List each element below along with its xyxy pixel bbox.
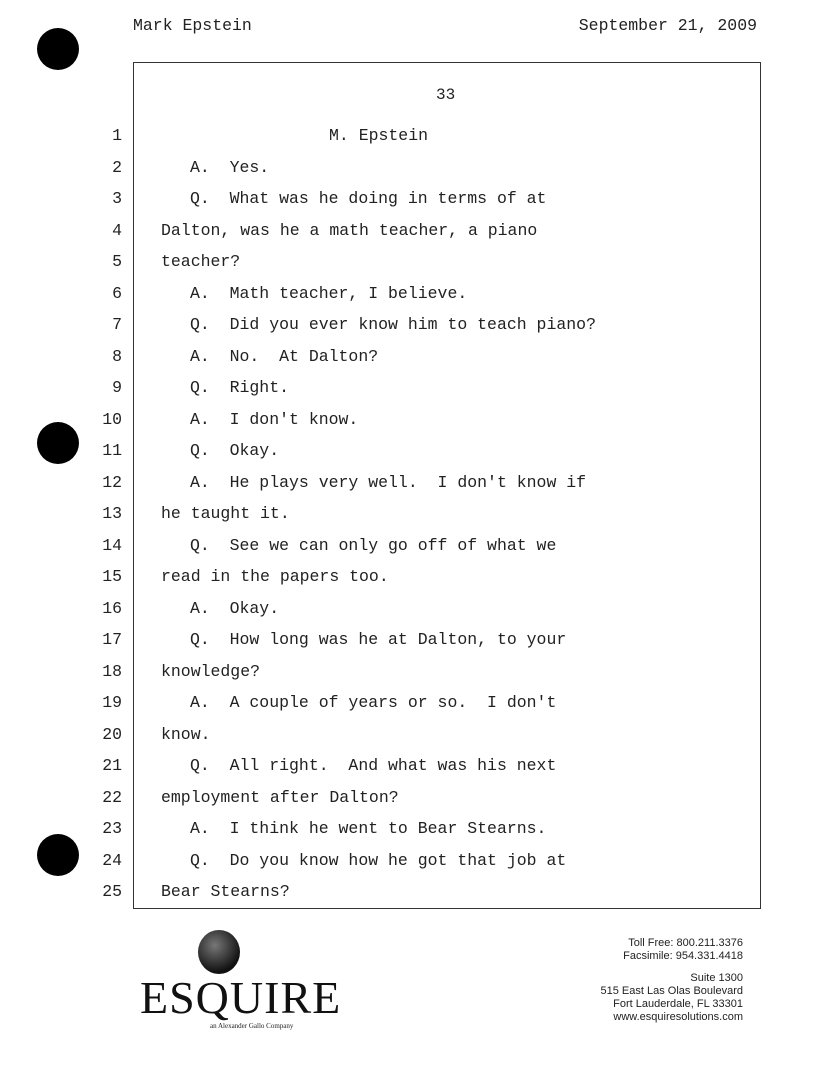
line-text: A. He plays very well. I don't know if (190, 472, 587, 492)
transcript-box (133, 62, 761, 909)
line-text: know. (161, 724, 211, 744)
line-text: M. Epstein (329, 126, 429, 145)
line-text: he taught it. (161, 504, 290, 523)
line-text: employment after Dalton? (161, 787, 399, 807)
line-text: A. No. At Dalton? (190, 346, 379, 366)
line-number: 24 (102, 850, 122, 870)
transcript-line: 6 A. Math teacher, I believe. (0, 284, 838, 308)
globe-icon (198, 930, 240, 974)
transcript-line: 24 Q. Do you know how he got that job at (0, 851, 838, 875)
transcript-line: 22 employment after Dalton? (0, 788, 838, 812)
facsimile: Facsimile: 954.331.4418 (623, 950, 743, 962)
line-text: Bear Stearns? (161, 882, 290, 901)
line-number: 14 (102, 535, 122, 555)
suite: Suite 1300 (690, 972, 743, 984)
line-text: Q. Right. (190, 378, 290, 397)
line-text: Q. What was he doing in terms of at (190, 189, 547, 208)
transcript-line: 20 know. (0, 725, 838, 749)
line-text: A. I don't know. (190, 409, 359, 429)
line-text: knowledge? (161, 661, 261, 681)
page-number: 33 (436, 86, 456, 104)
transcript-line: 12 A. He plays very well. I don't know if (0, 473, 838, 497)
transcript-line: 15 read in the papers too. (0, 567, 838, 591)
transcript-line: 10 A. I don't know. (0, 410, 838, 434)
line-number: 16 (102, 598, 122, 618)
line-number: 2 (112, 157, 122, 177)
line-text: Q. See we can only go off of what we (190, 535, 557, 555)
witness-name: Mark Epstein (133, 16, 252, 35)
line-number: 4 (112, 220, 122, 240)
line-number: 19 (102, 693, 122, 712)
line-text: Q. Did you ever know him to teach piano? (190, 315, 596, 334)
line-text: A. I think he went to Bear Stearns. (190, 819, 547, 838)
line-number: 5 (112, 252, 122, 271)
transcript-line: 11 Q. Okay. (0, 441, 838, 465)
street: 515 East Las Olas Boulevard (600, 985, 743, 997)
transcript-line: 23 A. I think he went to Bear Stearns. (0, 819, 838, 843)
line-text: teacher? (161, 252, 241, 271)
transcript-line: 2 A. Yes. (0, 158, 838, 182)
transcript-line: 21 Q. All right. And what was his next (0, 756, 838, 780)
line-number: 11 (102, 441, 122, 460)
line-number: 3 (112, 189, 122, 208)
line-text: A. A couple of years or so. I don't (190, 693, 557, 712)
transcript-line: 8 A. No. At Dalton? (0, 347, 838, 371)
line-number: 7 (112, 315, 122, 334)
transcript-line: 4 Dalton, was he a math teacher, a piano (0, 221, 838, 245)
transcript-line: 14 Q. See we can only go off of what we (0, 536, 838, 560)
toll-free: Toll Free: 800.211.3376 (628, 937, 743, 949)
line-number: 18 (102, 661, 122, 681)
line-number: 17 (102, 630, 122, 649)
line-number: 12 (102, 472, 122, 492)
line-number: 9 (112, 378, 122, 397)
transcript-line: 7 Q. Did you ever know him to teach piano… (0, 315, 838, 339)
transcript-line: 18 knowledge? (0, 662, 838, 686)
transcript-line: 19 A. A couple of years or so. I don't (0, 693, 838, 717)
line-text: Q. How long was he at Dalton, to your (190, 630, 567, 649)
line-number: 13 (102, 504, 122, 523)
city: Fort Lauderdale, FL 33301 (613, 998, 743, 1010)
line-text: Q. Okay. (190, 441, 280, 460)
punch-hole (37, 28, 79, 70)
transcript-line: 17 Q. How long was he at Dalton, to your (0, 630, 838, 654)
line-text: A. Yes. (190, 157, 270, 177)
line-text: Q. Do you know how he got that job at (190, 850, 567, 870)
transcript-line: 9 Q. Right. (0, 378, 838, 402)
punch-hole (37, 834, 79, 876)
transcript-line: 5 teacher? (0, 252, 838, 276)
transcript-line: 25 Bear Stearns? (0, 882, 838, 906)
transcript-line: 16 A. Okay. (0, 599, 838, 623)
line-number: 1 (112, 126, 122, 145)
line-number: 25 (102, 882, 122, 901)
line-number: 6 (112, 283, 122, 303)
line-text: A. Okay. (190, 598, 280, 618)
transcript-line: 1 M. Epstein (0, 126, 838, 150)
contact-info: Toll Free: 800.211.3376 Facsimile: 954.3… (601, 937, 743, 1024)
line-number: 22 (102, 787, 122, 807)
line-text: read in the papers too. (161, 567, 389, 586)
website: www.esquiresolutions.com (613, 1011, 743, 1023)
line-number: 20 (102, 724, 122, 744)
line-number: 10 (102, 409, 122, 429)
deposition-date: September 21, 2009 (578, 16, 757, 35)
logo-tagline: an Alexander Gallo Company (210, 1022, 294, 1030)
logo-name: ESQUIRE (140, 972, 342, 1023)
transcript-line: 13 he taught it. (0, 504, 838, 528)
line-number: 15 (102, 567, 122, 586)
line-text: A. Math teacher, I believe. (190, 283, 468, 303)
line-number: 8 (112, 346, 122, 366)
line-text: Q. All right. And what was his next (190, 756, 557, 775)
line-number: 21 (102, 756, 122, 775)
transcript-line: 3 Q. What was he doing in terms of at (0, 189, 838, 213)
line-number: 23 (102, 819, 122, 838)
punch-hole (37, 422, 79, 464)
line-text: Dalton, was he a math teacher, a piano (161, 220, 538, 240)
